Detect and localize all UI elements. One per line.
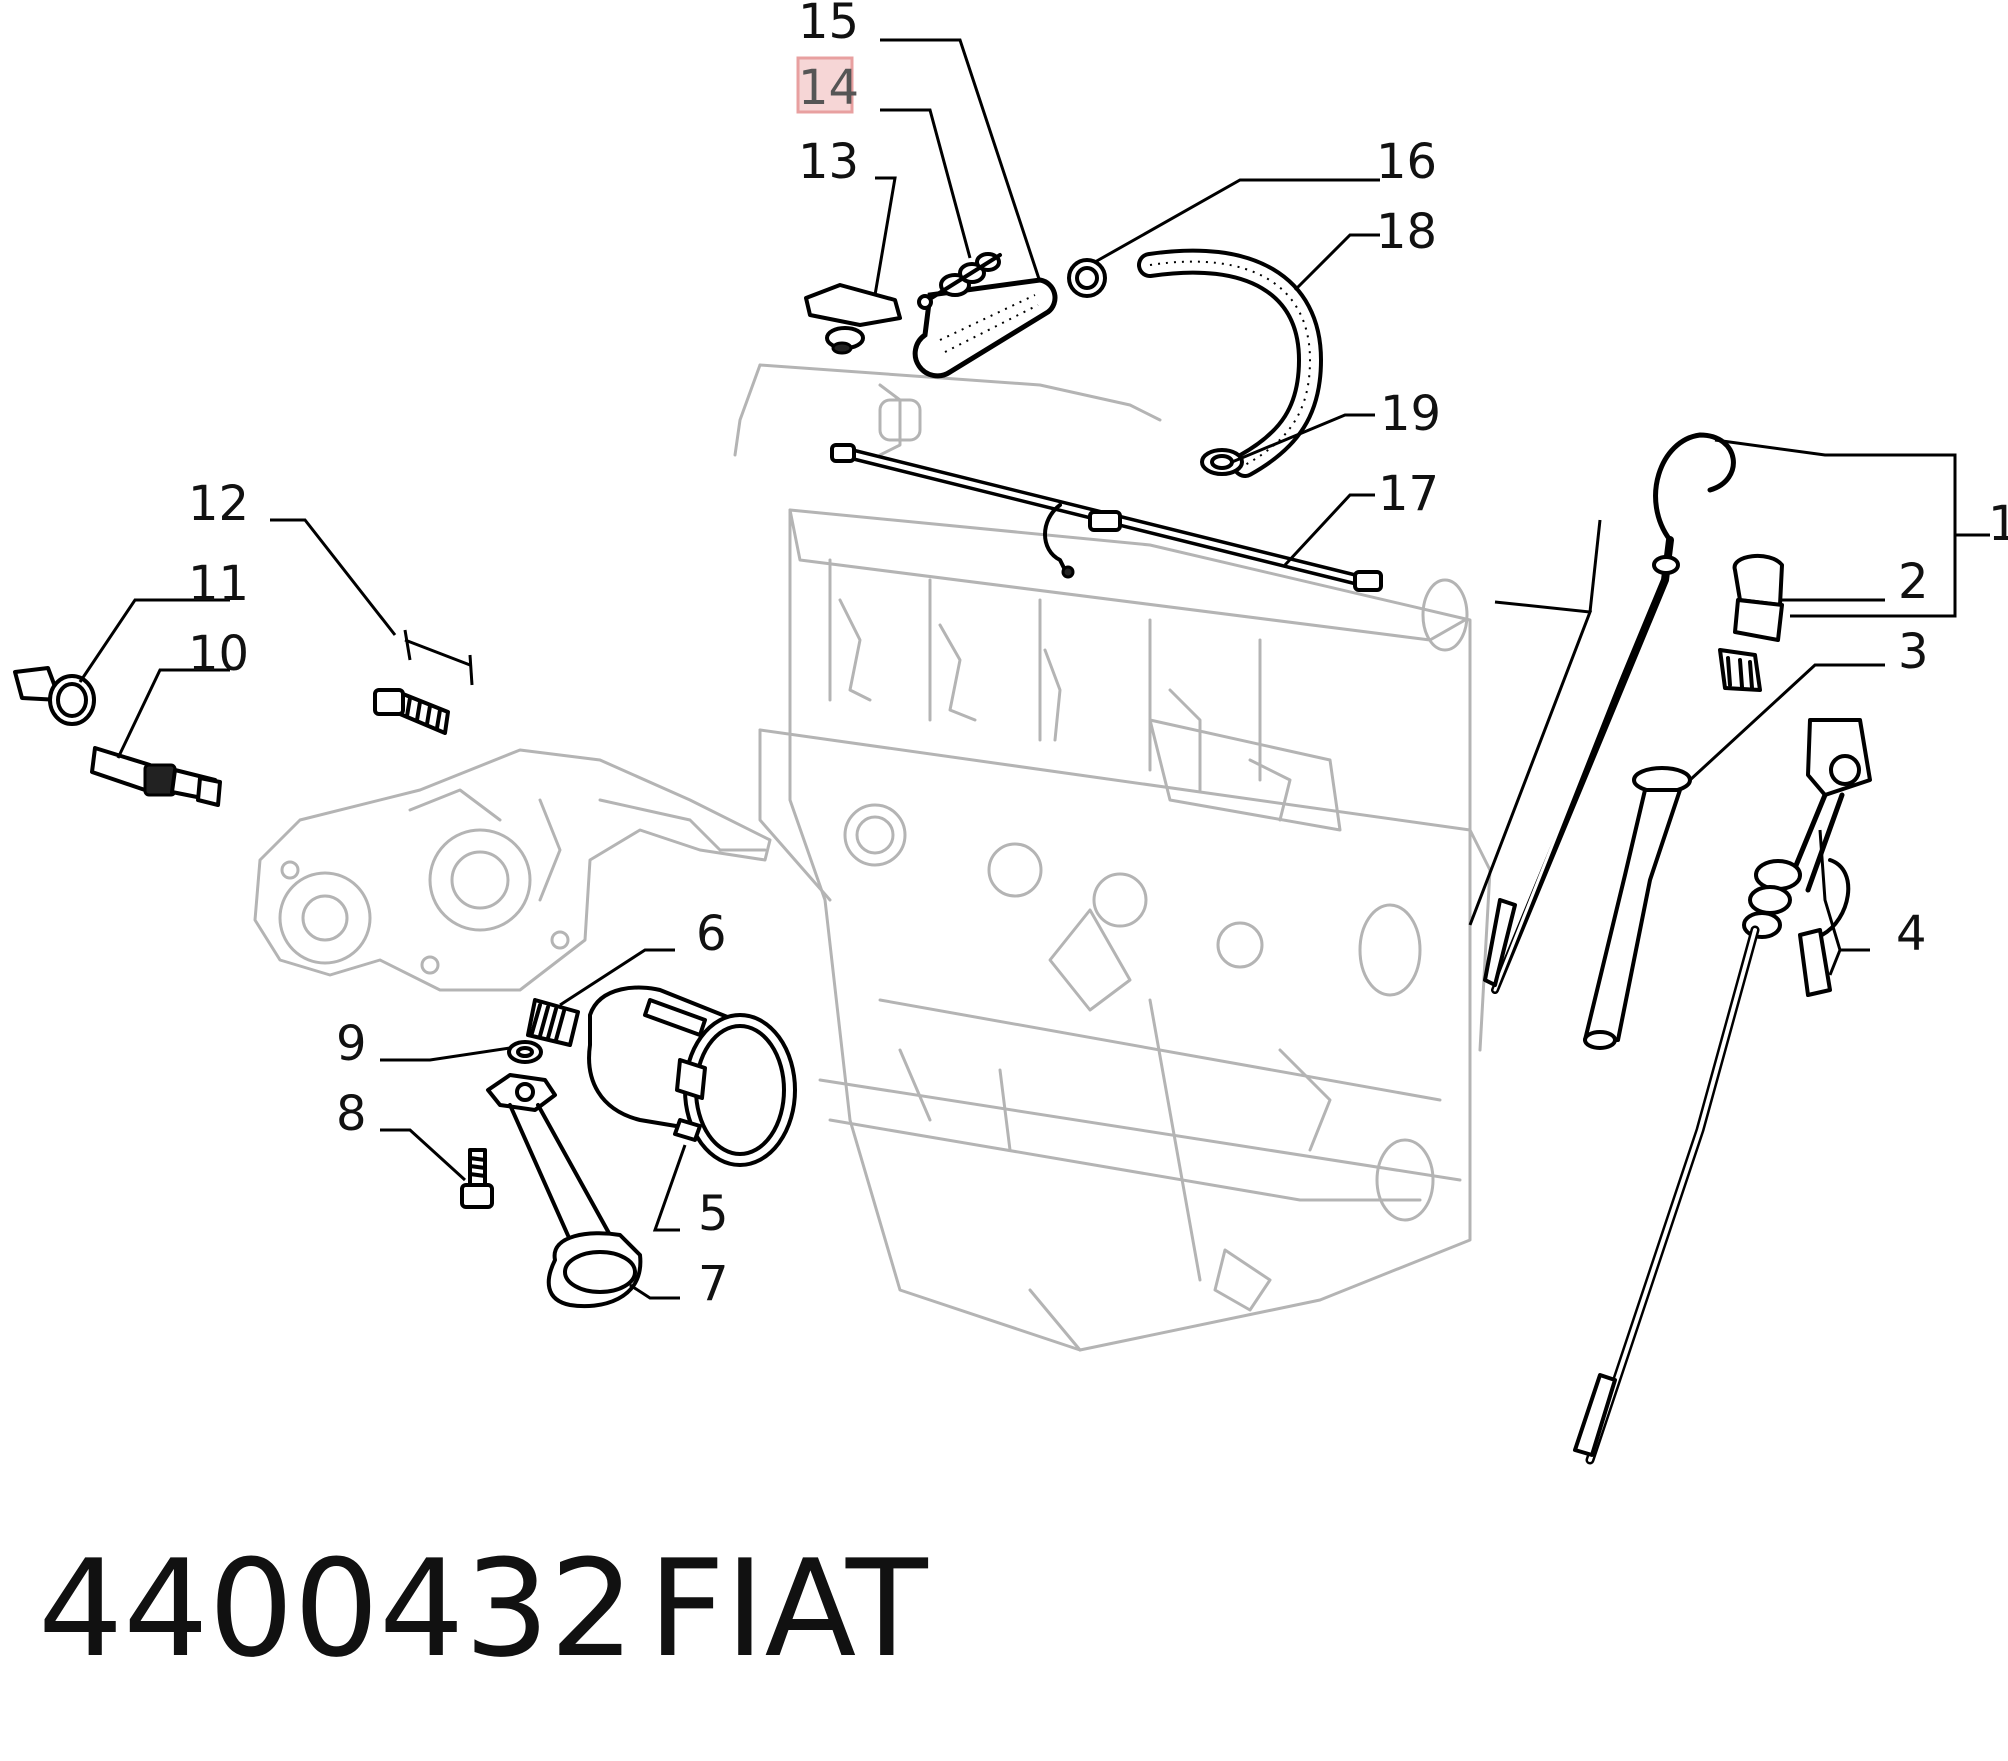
part-12-bolt <box>373 629 474 735</box>
part-2-cap <box>1718 553 1784 692</box>
part-1-dipstick <box>1483 432 1736 994</box>
callout-9: 9 <box>336 1016 367 1072</box>
callout-19: 19 <box>1380 386 1441 442</box>
part-14-flame-trap <box>917 252 1002 310</box>
leader-17 <box>1283 493 1375 567</box>
callout-13: 13 <box>798 134 859 190</box>
part-9-washer <box>507 1040 543 1064</box>
leader-9 <box>380 1046 511 1062</box>
callout-12: 12 <box>188 476 249 532</box>
part-7-oil-pickup <box>486 1073 643 1309</box>
part-17-vent-pipe <box>830 443 1383 592</box>
leader-15 <box>880 38 1042 283</box>
callout-4: 4 <box>1896 906 1927 962</box>
brand-name: FIAT <box>648 1531 929 1687</box>
leader-1-block <box>1468 600 1593 926</box>
leader-lines <box>78 38 1990 1300</box>
leader-16 <box>1094 178 1380 264</box>
callout-7: 7 <box>698 1256 729 1312</box>
callout-labels: 15 14 13 16 18 19 17 12 11 10 1 2 3 4 6 … <box>188 0 2008 1312</box>
callout-10: 10 <box>188 626 249 682</box>
callout-6: 6 <box>696 906 727 962</box>
highlight-box-14 <box>796 56 854 114</box>
callout-11: 11 <box>188 556 249 612</box>
part-19-clamp <box>1200 448 1244 476</box>
callout-18: 18 <box>1376 204 1437 260</box>
callout-16: 16 <box>1376 134 1437 190</box>
leader-3 <box>1688 663 1885 782</box>
callout-15: 15 <box>798 0 859 50</box>
callout-17: 17 <box>1378 466 1439 522</box>
part-5-oil-filter <box>587 985 797 1167</box>
part-number: 4400432 <box>38 1531 635 1687</box>
part-18-breather-pipe <box>1137 248 1323 478</box>
leader-12 <box>270 518 397 636</box>
leader-13 <box>873 176 897 296</box>
part-16-clip <box>1067 258 1107 298</box>
leader-6 <box>559 948 675 1007</box>
callout-8: 8 <box>336 1086 367 1142</box>
part-15-hose <box>912 277 1058 379</box>
part-11-sensor <box>13 666 96 726</box>
engine-block-outline <box>733 363 1492 1352</box>
callout-3: 3 <box>1898 624 1929 680</box>
part-3-guide-tube <box>1583 766 1692 1050</box>
caption: 4400432 FIAT <box>38 1531 929 1687</box>
leader-18 <box>1293 233 1380 292</box>
part-6-union <box>526 998 580 1047</box>
leader-1-stick <box>1588 519 1602 613</box>
leader-4 <box>1818 829 1870 952</box>
leader-14 <box>880 108 972 259</box>
leader-7 <box>629 1283 680 1300</box>
part-4-level-sensor <box>1573 718 1872 1465</box>
part-10-pressure-switch <box>90 746 222 807</box>
leader-4b <box>1828 949 1842 976</box>
part-8-bolt <box>460 1148 494 1209</box>
callout-5: 5 <box>698 1186 729 1242</box>
timing-cover-outline <box>253 748 772 992</box>
leader-11 <box>78 598 230 683</box>
leader-10 <box>116 668 230 759</box>
leader-8 <box>380 1128 467 1182</box>
part-13-bracket <box>804 283 902 355</box>
leader-19 <box>1231 413 1375 464</box>
leader-5 <box>652 1144 687 1232</box>
callout-14[interactable]: 14 <box>798 60 859 116</box>
callout-1: 1 <box>1988 496 2008 552</box>
callout-2: 2 <box>1898 554 1929 610</box>
